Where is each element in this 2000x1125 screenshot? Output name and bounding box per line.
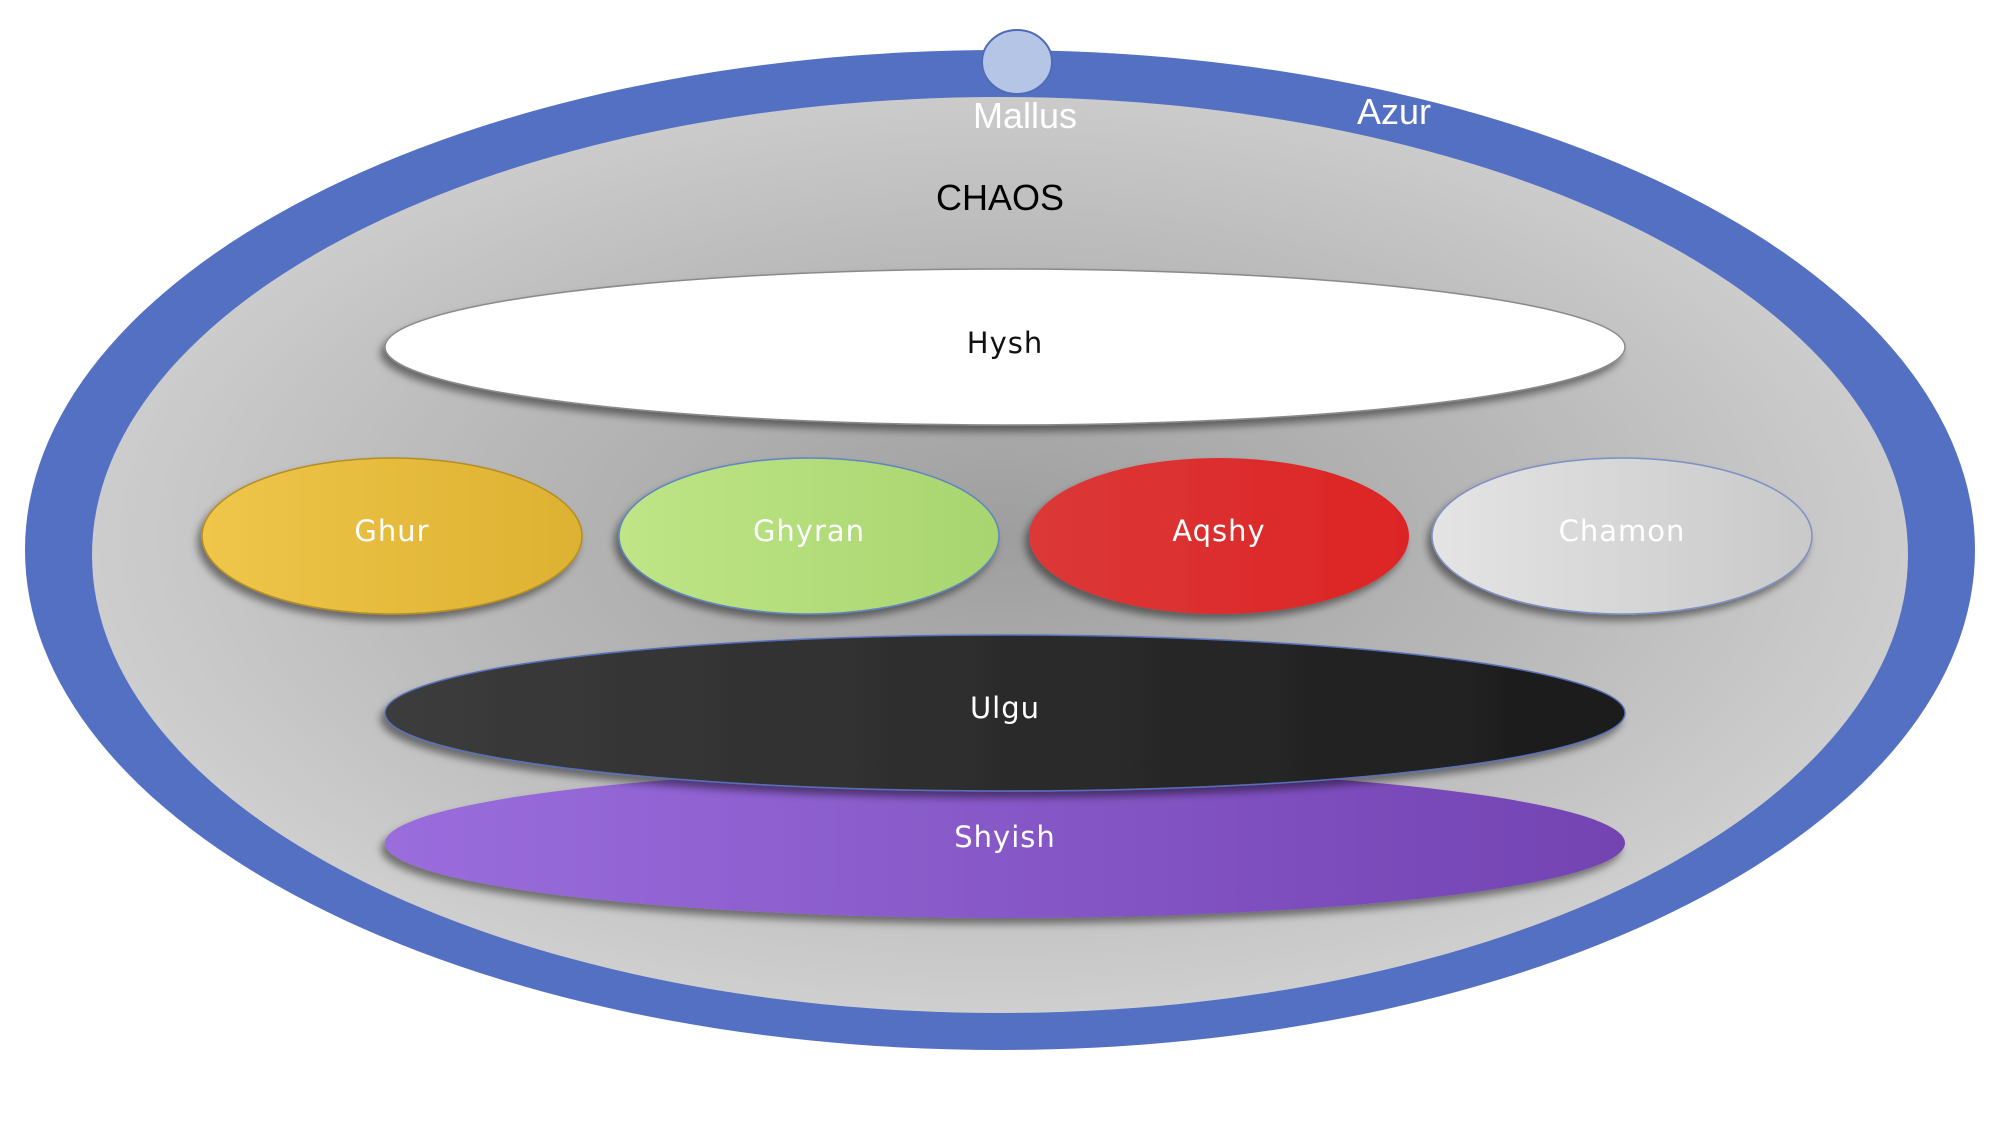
chaos-label: CHAOS xyxy=(936,177,1064,218)
realm-label-chamon: Chamon xyxy=(1559,514,1686,548)
realm-label-aqshy: Aqshy xyxy=(1172,514,1265,548)
realm-aqshy xyxy=(1029,458,1409,614)
realm-label-shyish: Shyish xyxy=(954,820,1056,854)
realm-hysh xyxy=(384,268,1626,426)
realm-label-ghur: Ghur xyxy=(354,514,429,548)
realm-chamon xyxy=(1431,457,1813,615)
azur-label: Azur xyxy=(1357,91,1431,132)
realm-ulgu xyxy=(384,634,1626,792)
mallus-world-circle xyxy=(981,29,1053,95)
realm-shyish xyxy=(385,768,1625,918)
mallus-label: Mallus xyxy=(973,95,1077,136)
realm-label-ulgu: Ulgu xyxy=(970,691,1040,725)
realm-ghur xyxy=(201,457,583,615)
realm-label-ghyran: Ghyran xyxy=(753,514,865,548)
realm-label-hysh: Hysh xyxy=(967,326,1043,360)
realm-ghyran xyxy=(618,457,1000,615)
